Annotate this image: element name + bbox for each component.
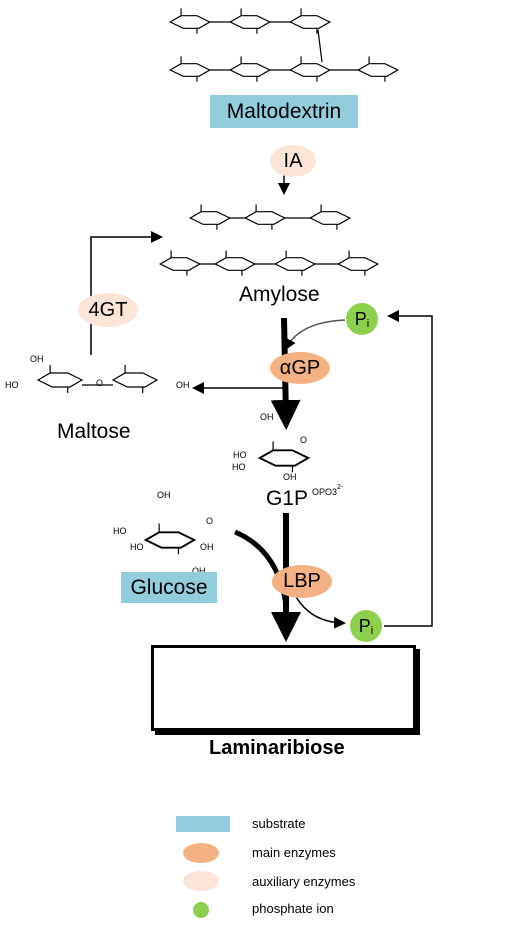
ia-label: IA bbox=[283, 149, 303, 172]
glucose-ring bbox=[143, 531, 197, 549]
pi-symbol-top: P bbox=[354, 308, 367, 329]
amylose-ring bbox=[273, 257, 317, 271]
amylose-ring bbox=[336, 257, 380, 271]
maltodextrin-ring bbox=[288, 15, 332, 29]
laminaribiose-title: Laminaribiose bbox=[209, 737, 345, 759]
maltodextrin-ring bbox=[356, 63, 400, 77]
g1p-o: O bbox=[300, 435, 307, 445]
maltodextrin-ring bbox=[288, 63, 332, 77]
g1p-oh: OH bbox=[260, 412, 274, 422]
legend-phosphate-swatch bbox=[193, 902, 209, 918]
legend-aux-enzyme-label: auxiliary enzymes bbox=[252, 874, 356, 889]
maltodextrin-label: Maltodextrin bbox=[226, 99, 342, 123]
amylose-ring bbox=[188, 211, 232, 225]
maltodextrin-box: Maltodextrin bbox=[210, 95, 358, 128]
legend-substrate-label: substrate bbox=[252, 816, 306, 831]
g1p-oh: OH bbox=[283, 472, 297, 482]
4gt-enzyme: 4GT bbox=[78, 293, 138, 327]
maltose-label: Maltose bbox=[57, 420, 131, 443]
arrow-lbp-pi bbox=[294, 594, 346, 629]
glucose-oh: OH bbox=[200, 542, 214, 552]
4gt-label: 4GT bbox=[88, 298, 128, 321]
agp-enzyme: αGP bbox=[270, 352, 330, 384]
arrow-pi-to-agp bbox=[284, 319, 346, 351]
amylose-ring bbox=[308, 211, 352, 225]
arrow-pi-recycle bbox=[384, 310, 433, 627]
g1p-ho: HO bbox=[232, 462, 246, 472]
glucose-ho: HO bbox=[113, 526, 127, 536]
maltose-ho: HO bbox=[5, 380, 19, 390]
maltose-o: O bbox=[96, 378, 103, 388]
maltose-oh: OH bbox=[30, 354, 44, 364]
g1p-charge: 2- bbox=[337, 484, 344, 491]
glucose-label: Glucose bbox=[130, 575, 208, 599]
agp-label: αGP bbox=[279, 356, 321, 379]
maltose-ring bbox=[111, 372, 159, 388]
maltodextrin-ring bbox=[168, 15, 212, 29]
maltose-ring bbox=[36, 372, 84, 388]
legend-aux-enzyme-swatch bbox=[183, 871, 219, 891]
glucose-oh: OH bbox=[157, 490, 171, 500]
glucose-ho: HO bbox=[130, 542, 144, 552]
arrow-glucose-in bbox=[234, 529, 289, 606]
maltodextrin-ring bbox=[228, 63, 272, 77]
glucose-oh: OH bbox=[192, 566, 206, 576]
ia-enzyme: IA bbox=[270, 145, 316, 177]
lbp-label: LBP bbox=[283, 570, 321, 592]
maltose-oh: OH bbox=[176, 380, 190, 390]
amylose-label: Amylose bbox=[239, 283, 320, 306]
amylose-ring bbox=[213, 257, 257, 271]
g1p-label: G1P bbox=[266, 487, 309, 510]
legend-phosphate-label: phosphate ion bbox=[252, 901, 334, 916]
glucose-box: Glucose bbox=[121, 572, 217, 603]
g1p-opo3: OPO3 bbox=[312, 487, 337, 497]
maltodextrin-ring bbox=[228, 15, 272, 29]
legend-main-enzyme-swatch bbox=[183, 843, 219, 863]
lbp-enzyme: LBP bbox=[272, 565, 332, 598]
legend-substrate-swatch bbox=[176, 816, 230, 832]
glucose-o: O bbox=[206, 516, 213, 526]
legend-main-enzyme-label: main enzymes bbox=[252, 845, 336, 860]
glycosidic-bond bbox=[317, 29, 323, 63]
amylose-ring bbox=[243, 211, 287, 225]
g1p-ho: HO bbox=[233, 450, 247, 460]
pi-subscript-bottom: i bbox=[370, 625, 374, 637]
maltodextrin-ring bbox=[168, 63, 212, 77]
pi-symbol-bottom: P bbox=[358, 615, 371, 636]
g1p-ring bbox=[257, 449, 311, 467]
amylose-ring bbox=[158, 257, 202, 271]
laminaribiose-structure-frame bbox=[151, 645, 416, 731]
pi-subscript-top: i bbox=[366, 318, 370, 330]
